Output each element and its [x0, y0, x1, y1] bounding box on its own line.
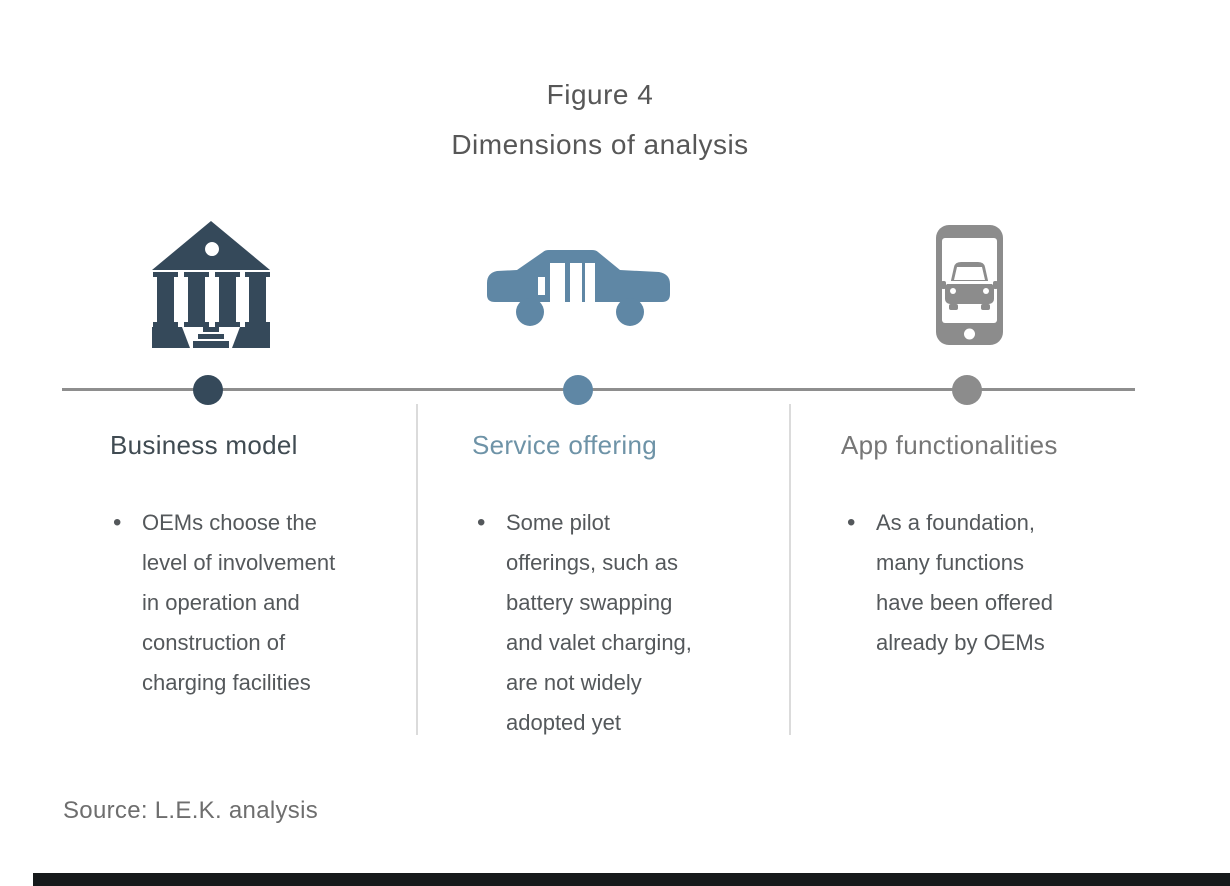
bullet-text: As a foundation, many functions have bee…	[876, 510, 1053, 655]
column-header-business-model: Business model	[110, 430, 298, 460]
figure-caption: Dimensions of analysis	[451, 129, 749, 160]
bullet-dot-icon: •	[113, 509, 122, 536]
column-header-service-offering: Service offering	[472, 430, 657, 460]
bank-icon	[152, 221, 270, 348]
phone-car-app-icon	[936, 225, 1003, 345]
ev-car-icon	[487, 250, 670, 326]
timeline-axis	[62, 388, 1135, 391]
bullet-text: OEMs choose the level of involvement in …	[142, 510, 336, 695]
figure-title: Figure 4 Dimensions of analysis	[0, 70, 1200, 170]
column-divider	[416, 404, 418, 735]
bullet-dot-icon: •	[847, 509, 856, 536]
bullet-service-offering: • Some pilot offerings, such as battery …	[477, 503, 777, 743]
bullet-dot-icon: •	[477, 509, 486, 536]
column-divider	[789, 404, 791, 735]
column-header-app-functionalities: App functionalities	[841, 430, 1058, 460]
bullet-text: Some pilot offerings, such as battery sw…	[506, 510, 692, 735]
timeline-dot-business-model	[193, 375, 223, 405]
source-note: Source: L.E.K. analysis	[63, 797, 319, 824]
timeline-dot-service-offering	[563, 375, 593, 405]
figure-number: Figure 4	[546, 79, 654, 110]
footer-bar	[33, 873, 1230, 886]
bullet-business-model: • OEMs choose the level of involvement i…	[113, 503, 413, 703]
bullet-app-functionalities: • As a foundation, many functions have b…	[847, 503, 1147, 663]
timeline-dot-app-functionalities	[952, 375, 982, 405]
